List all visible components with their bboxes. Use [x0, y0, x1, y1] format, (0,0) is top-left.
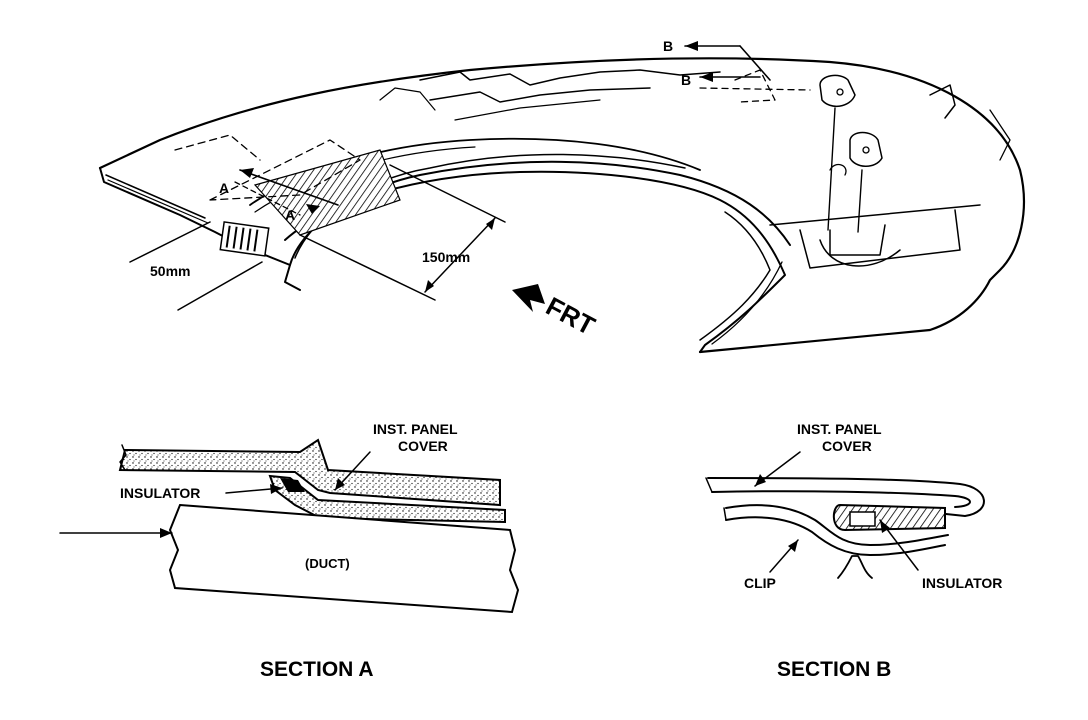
section-a-upper-label: A [219, 180, 229, 196]
duct-label: (DUCT) [305, 556, 350, 571]
section-b-insulator-label: INSULATOR [922, 575, 1002, 591]
section-b-cover-label-line1: INST. PANEL [797, 421, 882, 437]
section-b-lower-label: B [681, 72, 691, 88]
section-a-marker: A A [219, 168, 339, 223]
section-b-cover-label-line2: COVER [822, 438, 872, 454]
section-b-title: SECTION B [777, 658, 891, 681]
dimension-50mm-label: 50mm [150, 263, 190, 279]
instrument-panel-illustration [98, 57, 1026, 354]
section-a-insulator-label: INSULATOR [120, 485, 200, 501]
section-b-marker: B B [663, 38, 771, 88]
section-a-title: SECTION A [260, 658, 374, 681]
section-b-detail: INST. PANEL COVER CLIP INSULATOR SECTION… [705, 421, 1002, 681]
section-a-cover-label-line1: INST. PANEL [373, 421, 458, 437]
section-a-lower-label: A [285, 207, 295, 223]
clip-label: CLIP [744, 575, 776, 591]
front-arrow-icon [512, 284, 545, 312]
section-a-detail: INST. PANEL COVER INSULATOR (DUCT) SECTI… [59, 421, 520, 681]
front-direction-indicator: FRT [512, 284, 600, 341]
section-a-cover-label-line2: COVER [398, 438, 448, 454]
section-b-upper-label: B [663, 38, 673, 54]
dimension-150mm: 150mm [299, 164, 506, 301]
front-label: FRT [541, 291, 600, 341]
dimension-150mm-label: 150mm [422, 249, 470, 265]
dimension-50mm: 50mm [129, 221, 263, 311]
